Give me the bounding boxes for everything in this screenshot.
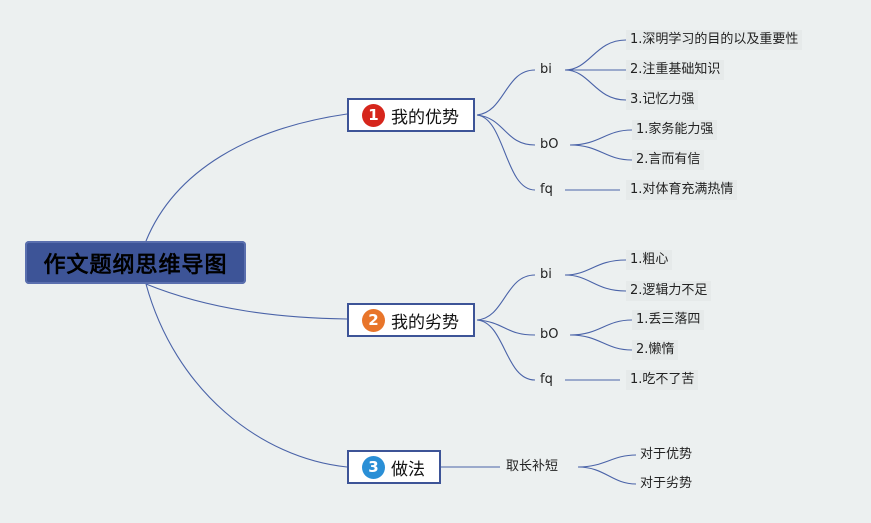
- branch-label: 我的劣势: [391, 312, 459, 333]
- sub-node[interactable]: fq: [540, 372, 553, 387]
- leaf-node[interactable]: 对于优势: [640, 447, 693, 462]
- root-node[interactable]: 作文题纲思维导图: [25, 241, 246, 284]
- leaf-node[interactable]: 2.懒惰: [632, 340, 679, 360]
- link-b2-bo-1: [569, 319, 633, 336]
- link-b1-bi-1: [564, 39, 627, 71]
- sub-node[interactable]: fq: [540, 182, 553, 197]
- number-badge-icon: 1: [362, 103, 385, 127]
- branch-label: 我的优势: [391, 107, 459, 128]
- leaf-node[interactable]: 1.粗心: [626, 250, 673, 270]
- number-badge-icon: 3: [362, 455, 385, 479]
- branch-node-disadvantages[interactable]: 2 我的劣势: [347, 303, 475, 337]
- link-b2-bo: [476, 319, 536, 336]
- link-b1-bi-3: [564, 69, 627, 101]
- branch-label: 做法: [391, 459, 425, 480]
- leaf-node[interactable]: 2.注重基础知识: [626, 60, 725, 80]
- leaf-node[interactable]: 对于劣势: [640, 476, 693, 491]
- link-b3-sub-2: [577, 466, 637, 485]
- branch-node-approach[interactable]: 3 做法: [347, 450, 441, 484]
- link-b2-bi-2: [564, 274, 627, 292]
- link-b2-fq: [476, 319, 536, 381]
- sub-node[interactable]: bO: [540, 137, 559, 152]
- leaf-node[interactable]: 1.对体育充满热情: [626, 180, 738, 200]
- leaf-node[interactable]: 1.深明学习的目的以及重要性: [626, 30, 803, 50]
- link-b2-bi: [476, 274, 536, 321]
- leaf-node[interactable]: 2.言而有信: [632, 150, 705, 170]
- link-b1-bi: [476, 69, 536, 116]
- link-b1-bo: [476, 114, 536, 146]
- leaf-node[interactable]: 1.吃不了苦: [626, 370, 699, 390]
- number-badge-icon: 2: [362, 308, 385, 332]
- sub-node[interactable]: bO: [540, 327, 559, 342]
- link-root-branch3: [145, 283, 348, 468]
- leaf-node[interactable]: 1.丢三落四: [632, 310, 705, 330]
- sub-node[interactable]: bi: [540, 267, 552, 282]
- link-b1-bo-1: [569, 129, 633, 146]
- link-root-branch1: [145, 113, 348, 242]
- leaf-node[interactable]: 2.逻辑力不足: [626, 281, 712, 301]
- sub-node[interactable]: 取长补短: [506, 459, 559, 474]
- link-b1-fq: [476, 114, 536, 191]
- link-b2-bi-1: [564, 259, 627, 276]
- link-root-branch2: [145, 283, 348, 320]
- link-b1-bo-2: [569, 144, 633, 161]
- sub-node[interactable]: bi: [540, 62, 552, 77]
- leaf-node[interactable]: 1.家务能力强: [632, 120, 718, 140]
- root-title: 作文题纲思维导图: [43, 252, 228, 278]
- leaf-node[interactable]: 3.记忆力强: [626, 90, 699, 110]
- link-b2-bo-2: [569, 334, 633, 351]
- link-b3-sub-1: [577, 454, 637, 468]
- branch-node-advantages[interactable]: 1 我的优势: [347, 98, 475, 132]
